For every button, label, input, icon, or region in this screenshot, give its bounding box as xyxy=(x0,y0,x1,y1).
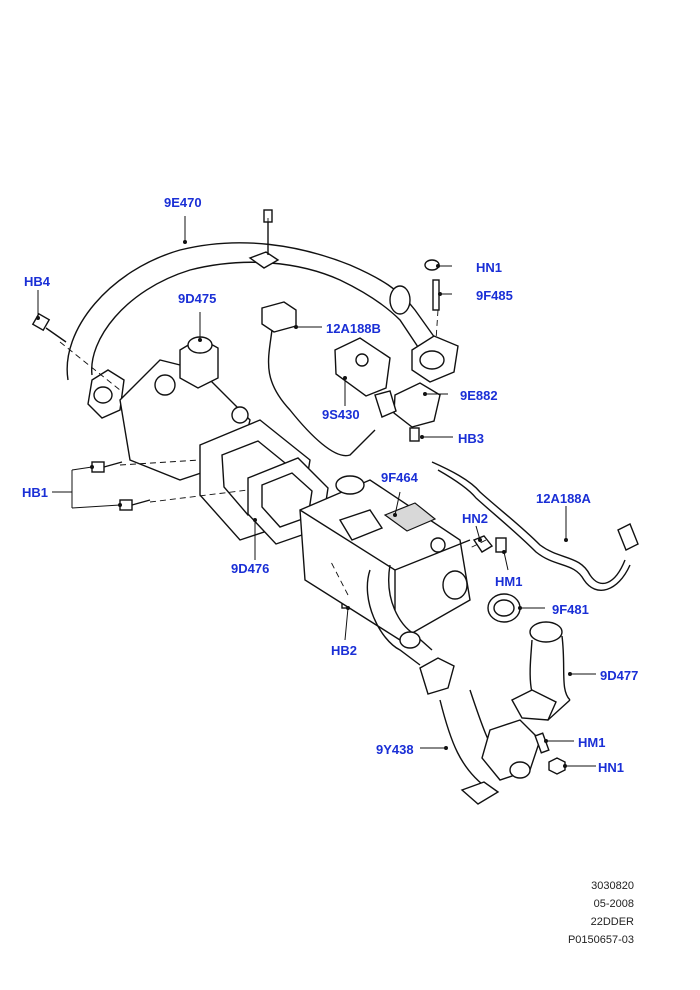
hose-9d477 xyxy=(511,621,571,721)
nut-hn1-low xyxy=(548,757,566,775)
callout-9y438: 9Y438 xyxy=(376,742,414,757)
callout-9d477: 9D477 xyxy=(600,668,639,683)
stud-hm1-mid xyxy=(495,537,507,553)
callout-hb4: HB4 xyxy=(24,274,51,289)
fitting-hn2 xyxy=(472,535,494,553)
ref-line-2: 05-2008 xyxy=(593,898,634,910)
hose-12a188a xyxy=(431,461,639,591)
callout-hm1-low: HM1 xyxy=(578,735,606,750)
callout-hb2: HB2 xyxy=(331,643,358,658)
ref-line-4: P0150657-03 xyxy=(567,934,634,946)
ref-line-3: 22DDER xyxy=(590,916,634,928)
pipe-9y438 xyxy=(366,564,541,805)
egr-tube-9e470 xyxy=(66,242,459,419)
callout-9d475: 9D475 xyxy=(178,291,217,306)
clamp-9f481 xyxy=(487,593,521,623)
callout-9e470: 9E470 xyxy=(164,195,202,210)
assembly-lines xyxy=(59,218,487,596)
leader-dots xyxy=(36,240,572,768)
callout-12a188b: 12A188B xyxy=(326,321,381,336)
bolt-hb1-lower xyxy=(119,499,151,511)
callout-9f464: 9F464 xyxy=(381,470,418,485)
leader-lines xyxy=(37,216,596,767)
sensor-9e882 xyxy=(374,382,441,428)
sensor-bracket-9s430 xyxy=(334,337,391,397)
ref-line-1: 3030820 xyxy=(591,880,634,892)
callout-hb1: HB1 xyxy=(22,485,49,500)
egr-cooler-9f464 xyxy=(299,475,471,641)
callout-9f481: 9F481 xyxy=(552,602,589,617)
callout-hb3: HB3 xyxy=(458,431,485,446)
callout-12a188a: 12A188A xyxy=(536,491,591,506)
callout-9f485: 9F485 xyxy=(476,288,513,303)
callout-9e882: 9E882 xyxy=(460,388,498,403)
callout-hn1-top: HN1 xyxy=(476,260,503,275)
callout-9s430: 9S430 xyxy=(322,407,360,422)
bolt-hb3 xyxy=(409,427,420,442)
callout-9d476: 9D476 xyxy=(231,561,270,576)
callout-hm1-mid: HM1 xyxy=(495,574,523,589)
callout-hn1-low: HN1 xyxy=(598,760,625,775)
wiring-12a188b xyxy=(261,301,376,457)
bolt-hb1-upper xyxy=(91,461,123,473)
callout-hn2: HN2 xyxy=(462,511,489,526)
